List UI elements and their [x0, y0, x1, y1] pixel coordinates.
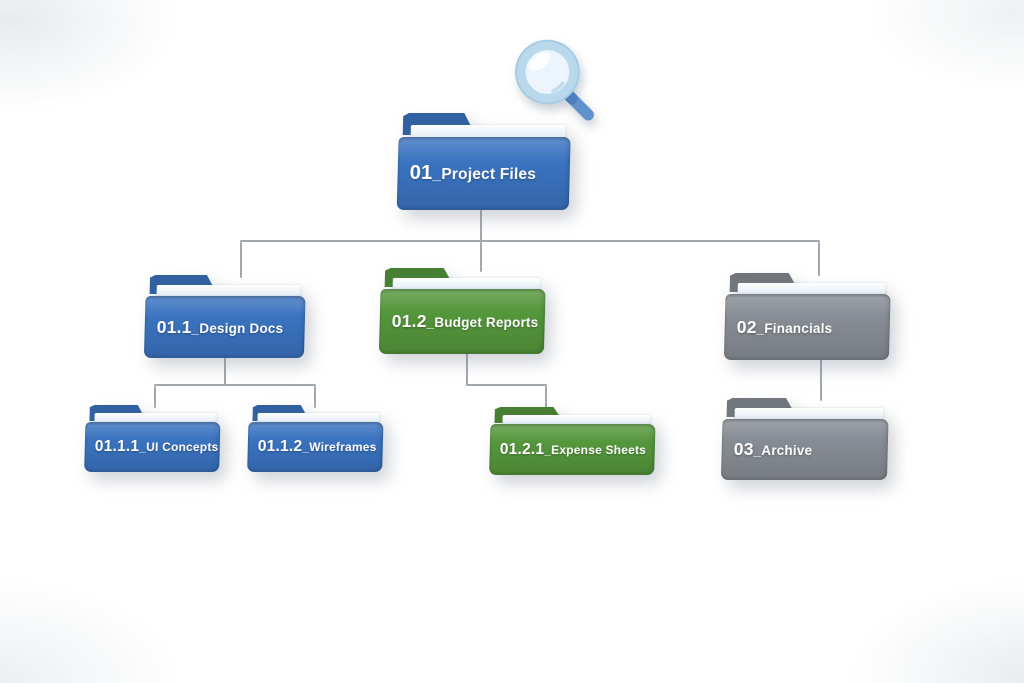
folder-label-text: _Design Docs: [191, 320, 284, 336]
folder-label-number: 01: [409, 162, 433, 184]
folder-label-text: _Financials: [756, 320, 833, 336]
folder-label-number: 01.1: [156, 316, 192, 337]
folder-wireframes[interactable]: 01.1.2_Wireframes: [247, 405, 384, 472]
connector-line: [466, 352, 468, 386]
connector-line: [240, 242, 242, 278]
connector-line: [480, 242, 482, 272]
folder-label: 01.1.2_Wireframes: [258, 438, 377, 456]
folder-label-number: 01.2.1: [499, 440, 545, 458]
folder-label-text: _Wireframes: [302, 440, 377, 454]
folder-body: 02_Financials: [723, 294, 891, 360]
folder-archive[interactable]: 03_Archive: [720, 398, 889, 480]
connector-line: [154, 384, 316, 386]
folder-label-text: _UI Concepts: [139, 440, 219, 454]
folder-body: 01.2_Budget Reports: [378, 289, 546, 354]
folder-label-text: _Budget Reports: [426, 315, 539, 330]
search-icon: [515, 39, 594, 121]
folder-label-number: 03: [733, 439, 754, 459]
connector-line: [240, 240, 820, 242]
connector-line: [818, 242, 820, 276]
folder-label-text: _Archive: [753, 443, 813, 458]
folder-label-number: 02: [736, 316, 757, 337]
connector-line: [466, 384, 547, 386]
folder-label-text: _Project Files: [432, 166, 537, 183]
folder-design-docs[interactable]: 01.1_Design Docs: [143, 275, 306, 358]
folder-label-text: _Expense Sheets: [544, 442, 647, 457]
folder-label: 01.1.1_UI Concepts: [95, 438, 219, 456]
folder-label-number: 01.2: [391, 311, 427, 331]
folder-project-files[interactable]: 01_Project Files: [396, 113, 572, 210]
folder-body: 01.2.1_Expense Sheets: [489, 424, 656, 475]
folder-label: 01.1_Design Docs: [156, 317, 283, 338]
connector-line: [545, 386, 547, 410]
folder-body: 01.1.1_UI Concepts: [84, 422, 221, 472]
folder-body: 01.1_Design Docs: [143, 296, 306, 358]
folder-body: 03_Archive: [720, 419, 889, 480]
folder-body: 01.1.2_Wireframes: [247, 422, 384, 472]
folder-body: 01_Project Files: [396, 137, 571, 210]
folder-expense-sheets[interactable]: 01.2.1_Expense Sheets: [489, 407, 656, 475]
folder-ui-concepts[interactable]: 01.1.1_UI Concepts: [84, 405, 221, 472]
folder-financials[interactable]: 02_Financials: [723, 273, 891, 360]
connector-line: [154, 386, 156, 408]
folder-label: 01.2_Budget Reports: [391, 311, 538, 332]
folder-label-number: 01.1.2: [257, 438, 303, 455]
folder-label: 01_Project Files: [409, 162, 536, 185]
connector-line: [820, 358, 822, 401]
folder-label: 02_Financials: [736, 317, 832, 338]
connector-line: [224, 356, 226, 386]
folder-label: 01.2.1_Expense Sheets: [500, 441, 647, 459]
connector-line: [480, 210, 482, 241]
connector-line: [314, 386, 316, 408]
folder-label: 03_Archive: [733, 439, 812, 460]
folder-budget-reports[interactable]: 01.2_Budget Reports: [378, 268, 546, 354]
folder-label-number: 01.1.1: [94, 438, 140, 455]
